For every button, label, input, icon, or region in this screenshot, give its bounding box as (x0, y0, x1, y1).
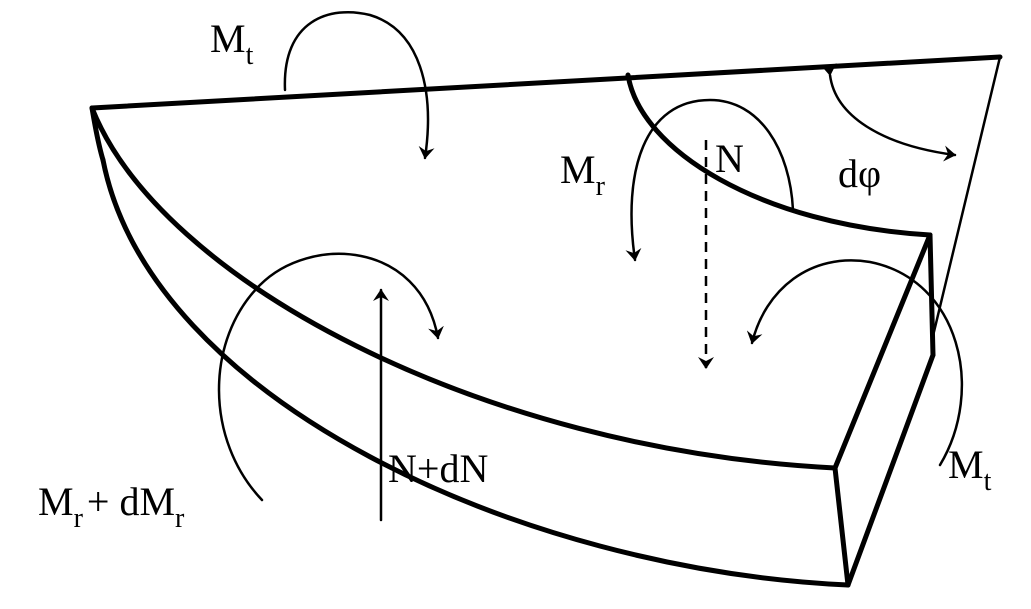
right-top-edge (832, 232, 933, 471)
mr-plus-dmr-label: Mr+ dMr (38, 479, 185, 534)
outer-top-arc (89, 105, 838, 471)
mt-top-moment-arrow (283, 11, 435, 160)
labels: Mt Mr N dφ Mr+ dMr N+dN Mt (38, 16, 992, 534)
mr-top-moment-arrow (625, 98, 795, 262)
front-vertical-edge (832, 465, 851, 588)
load-arrows (217, 11, 964, 522)
dphi-label: dφ (838, 151, 881, 196)
n-plus-dn-label: N+dN (388, 446, 488, 491)
mt-right-label: Mt (948, 442, 992, 497)
back-right-edge (930, 55, 1002, 342)
mt-top-label: Mt (210, 16, 254, 71)
dphi-angle-arrow (820, 63, 957, 162)
plate-element (89, 54, 1003, 588)
mr-bottom-moment-arrow (217, 252, 444, 502)
outer-bottom-arc (100, 157, 851, 588)
top-back-edge (89, 54, 1003, 111)
right-bottom-edge (845, 352, 936, 588)
mr-top-label: Mr (560, 147, 606, 202)
mt-right-moment-arrow (746, 259, 964, 467)
n-top-label: N (715, 136, 744, 181)
inner-arc (625, 72, 933, 238)
